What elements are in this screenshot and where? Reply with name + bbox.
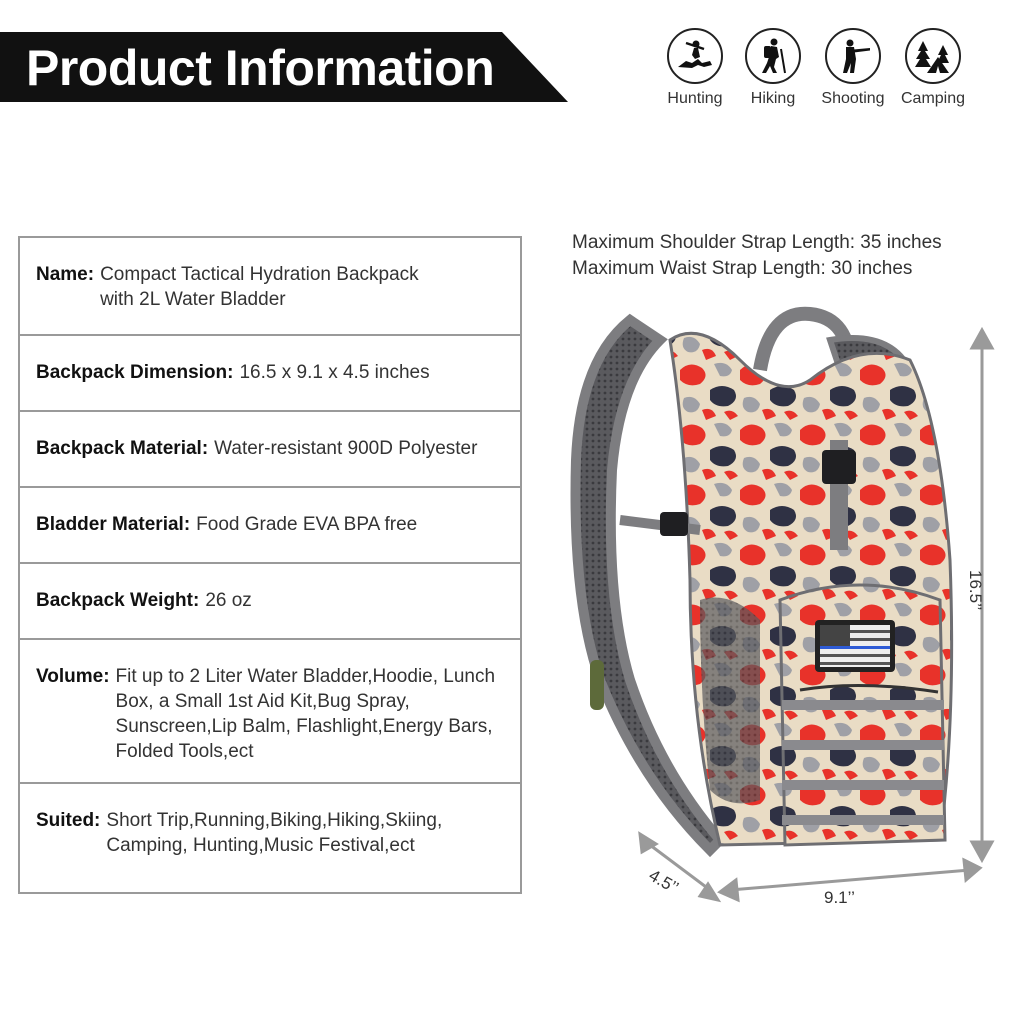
activity-label: Hunting xyxy=(667,90,723,107)
hunting-icon xyxy=(667,28,723,84)
spec-row-weight: Backpack Weight:26 oz xyxy=(20,562,520,638)
activity-label: Hiking xyxy=(750,90,796,107)
activity-shooting: Shooting xyxy=(814,28,892,108)
waist-strap-length: Maximum Waist Strap Length: 30 inches xyxy=(572,258,913,279)
activity-label: Shooting xyxy=(821,90,885,107)
spec-value: 16.5 x 9.1 x 4.5 inches xyxy=(239,362,430,383)
shoulder-strap-length: Maximum Shoulder Strap Length: 35 inches xyxy=(572,232,942,253)
spec-label: Bladder Material: xyxy=(36,514,191,535)
spec-row-name: Name:Compact Tactical Hydration Backpack… xyxy=(20,238,520,334)
spec-value: 26 oz xyxy=(205,590,252,611)
flag-patch-icon xyxy=(815,620,895,672)
strap-info: Maximum Shoulder Strap Length: 35 inches… xyxy=(572,230,942,282)
camping-icon xyxy=(905,28,961,84)
spec-value: Compact Tactical Hydration Backpack with… xyxy=(100,264,419,310)
activity-hiking: Hiking xyxy=(734,28,812,108)
height-label: 16.5’’ xyxy=(966,570,985,611)
spec-row-suited: Suited:Short Trip,Running,Biking,Hiking,… xyxy=(20,782,520,892)
spec-label: Suited: xyxy=(36,810,101,831)
width-label: 9.1’’ xyxy=(824,888,855,907)
spec-label: Volume: xyxy=(36,666,110,687)
hiking-icon xyxy=(745,28,801,84)
spec-label: Backpack Weight: xyxy=(36,590,200,611)
spec-row-bladder: Bladder Material:Food Grade EVA BPA free xyxy=(20,486,520,562)
spec-value: Water-resistant 900D Polyester xyxy=(214,438,478,459)
spec-label: Name: xyxy=(36,264,95,285)
spec-label: Backpack Dimension: xyxy=(36,362,234,383)
spec-table: Name:Compact Tactical Hydration Backpack… xyxy=(18,236,522,894)
header-banner: Product Information xyxy=(0,32,568,102)
activity-icons: Hunting Hiking Shooting xyxy=(656,28,976,118)
shooting-icon xyxy=(825,28,881,84)
activity-camping: Camping xyxy=(894,28,972,108)
spec-value: Food Grade EVA BPA free xyxy=(196,514,418,535)
spec-row-dimension: Backpack Dimension:16.5 x 9.1 x 4.5 inch… xyxy=(20,334,520,410)
activity-hunting: Hunting xyxy=(656,28,734,108)
activity-label: Camping xyxy=(900,90,966,107)
spec-row-volume: Volume:Fit up to 2 Liter Water Bladder,H… xyxy=(20,638,520,782)
spec-value: Fit up to 2 Liter Water Bladder,Hoodie, … xyxy=(115,666,496,762)
page-title: Product Information xyxy=(26,40,495,96)
spec-row-material: Backpack Material:Water-resistant 900D P… xyxy=(20,410,520,486)
spec-value: Short Trip,Running,Biking,Hiking,Skiing,… xyxy=(106,810,443,856)
backpack-image: 16.5’’ 9.1’’ 4.5’’ xyxy=(560,300,1000,920)
spec-label: Backpack Material: xyxy=(36,438,209,459)
